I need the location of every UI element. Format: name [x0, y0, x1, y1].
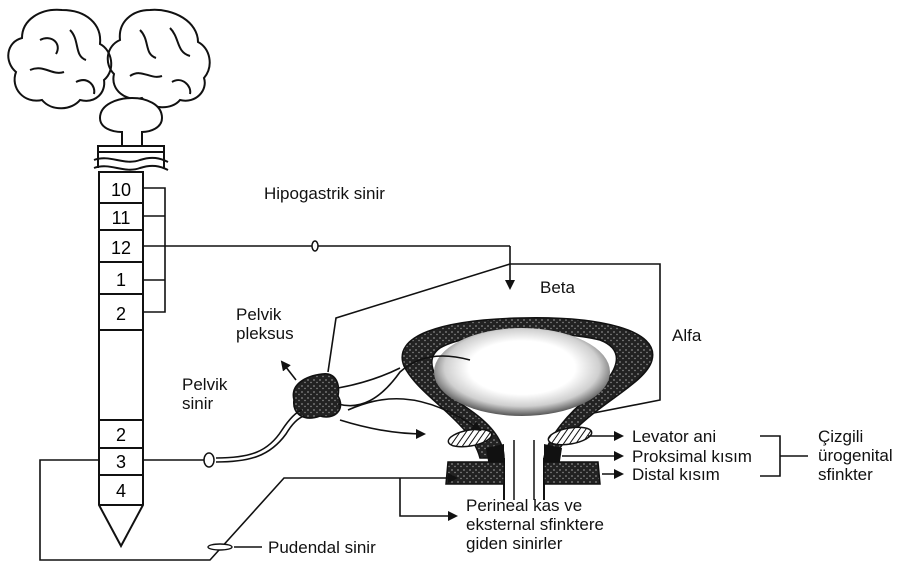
segment-label: 3 — [116, 452, 126, 472]
segment-label: 12 — [111, 238, 131, 258]
hypogastric-ganglion — [312, 241, 318, 251]
pelvic-nerve-ganglion — [204, 453, 214, 467]
segment-label: 2 — [116, 425, 126, 445]
striated-sphincter-label: Çizgili ürogenital sfinkter — [818, 427, 893, 484]
segment-label: 11 — [112, 208, 131, 228]
segment-label: 2 — [116, 304, 126, 324]
segment-label: 10 — [111, 180, 131, 200]
pudendal-nerve-label: Pudendal sinir — [268, 538, 376, 557]
hypogastric-nerve-label: Hipogastrik sinir — [264, 184, 385, 203]
segment-label: 1 — [116, 270, 126, 290]
proximal-part-label: Proksimal kısım — [632, 447, 752, 466]
levator-ani-label: Levator ani — [632, 427, 716, 446]
pudendal-ganglion — [208, 544, 232, 550]
distal-part-label: Distal kısım — [632, 465, 720, 484]
pelvic-nerve-label: Pelvik sinir — [182, 375, 227, 413]
brainstem — [94, 98, 168, 170]
segment-label: 4 — [116, 481, 126, 501]
perineal-nerves-label: Perineal kas ve eksternal sfinktere gide… — [466, 496, 604, 553]
brain-illustration — [8, 10, 209, 108]
alfa-label: Alfa — [672, 326, 701, 345]
hypogastric-nerve-path — [143, 188, 510, 312]
beta-label: Beta — [540, 278, 575, 297]
pelvic-plexus-label: Pelvik pleksus — [236, 305, 294, 343]
